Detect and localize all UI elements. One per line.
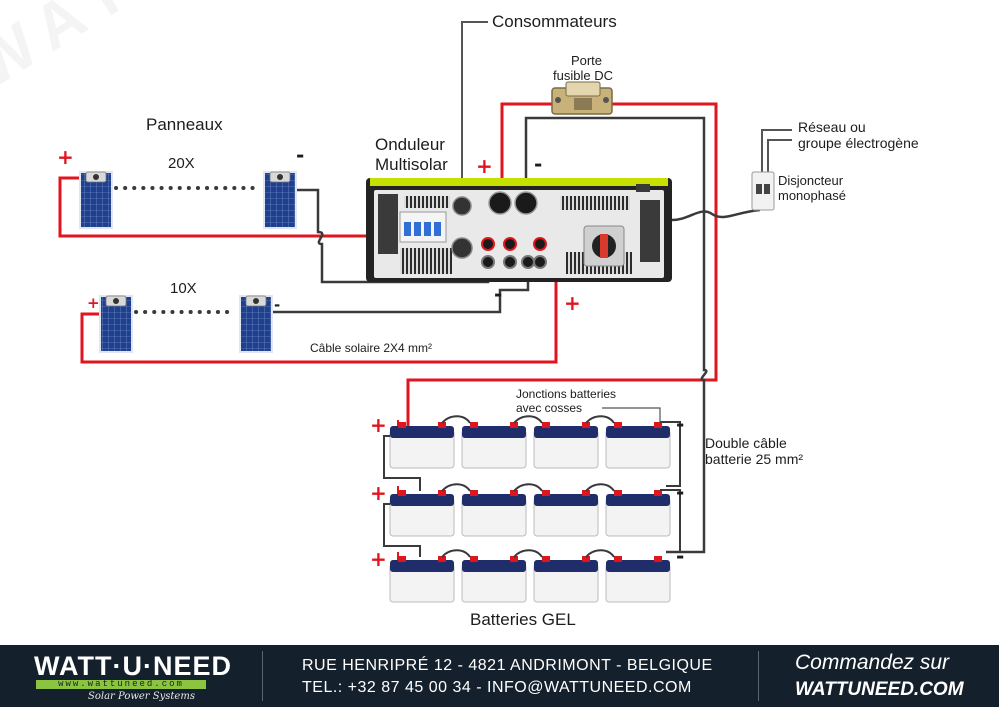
battery [389,490,455,537]
cable-grid-ac [671,208,761,222]
footer-divider [262,651,263,701]
battery [605,556,671,603]
battery [461,490,527,537]
solar-panel-bottom-last [239,295,273,353]
footer: WATT·U·NEED www.wattuneed.com Solar Powe… [0,645,999,707]
sign-minus-battery-row2: - [676,480,685,504]
single-phase-breaker [751,171,775,211]
sign-plus-battery-row3: + [370,547,387,571]
battery [389,422,455,469]
label-porte-fusible-line1: Porte [570,53,603,68]
label-porte-fusible-line2: fusible DC [553,67,613,83]
label-panneaux: Panneaux [146,115,223,134]
battery [605,490,671,537]
sign-plus-inverter-battery: + [476,154,493,178]
sign-minus-top-panels: - [296,143,305,167]
sign-plus-top-panels: + [57,145,74,169]
brand-logo[interactable]: WATT·U·NEED [34,651,232,681]
label-double-cable-line1: Double câble [705,435,787,451]
label-jonctions-line1: Jonctions batteries [516,387,617,401]
battery [461,422,527,469]
label-cable-solaire: Câble solaire 2X4 mm² [310,341,433,355]
cable-consumers [461,21,488,200]
sign-minus-battery-row1: - [676,412,685,436]
battery-bank [389,422,671,603]
label-reseau-line1: Réseau ou [798,119,866,135]
brand-tagline: Solar Power Systems [88,691,195,702]
order-link[interactable]: WATTUNEED.COM [795,679,964,700]
cable-grid-supply [761,129,792,178]
cable-top-panels-negative [296,188,490,284]
label-jonctions-line2: avec cosses [516,400,583,415]
footer-address: RUE HENRIPRÉ 12 - 4821 ANDRIMONT - BELGI… [302,657,713,674]
solar-panel-top-last [263,171,297,229]
label-disjoncteur-line1: Disjoncteur [778,173,844,188]
sign-minus-pv-input: - [494,282,503,306]
label-disjoncteur: Disjoncteur monophasé [778,173,846,204]
label-onduleur: Onduleur Multisolar [375,135,448,174]
label-batteries: Batteries GEL [470,610,576,629]
sign-minus-inverter-battery: - [534,152,543,176]
label-jonctions: Jonctions batteries avec cosses [516,387,617,416]
battery [533,556,599,603]
sign-plus-battery-row2: + [370,481,387,505]
label-double-cable-line2: batterie 25 mm² [705,451,804,468]
footer-contact[interactable]: TEL.: +32 87 45 00 34 - INFO@WATTUNEED.C… [302,679,692,696]
label-reseau-line2: groupe électrogène [798,135,919,152]
label-onduleur-line2: Multisolar [375,154,448,174]
inverter-multisolar [366,178,672,282]
wiring-diagram [58,21,792,603]
cable-battery-negative [524,116,708,554]
order-prompt: Commandez sur [795,651,950,674]
sign-plus-battery-row1: + [370,413,387,437]
cable-fuse-positive [500,102,552,200]
label-onduleur-line1: Onduleur [375,135,445,154]
label-disjoncteur-line2: monophasé [778,187,846,203]
label-count-top: 20X [168,155,195,172]
label-reseau: Réseau ou groupe électrogène [798,119,919,151]
battery [605,422,671,469]
battery [533,490,599,537]
battery-jumpers [383,415,681,558]
label-count-bottom: 10X [170,280,197,297]
solar-panel-bottom-first [99,295,133,353]
brand-url[interactable]: www.wattuneed.com [36,680,206,689]
label-consommateurs: Consommateurs [492,12,617,31]
sign-minus-battery-row3: - [676,544,685,568]
dc-fuse-holder [551,81,613,115]
footer-divider [758,651,759,701]
battery [389,556,455,603]
cable-fuse-to-battery-positive [406,102,718,426]
sign-plus-pv-input: + [564,291,581,315]
label-porte-fusible: Porte fusible DC [553,53,613,84]
label-double-cable: Double câble batterie 25 mm² [705,435,803,467]
battery [461,556,527,603]
sign-plus-bottom-panels: + [87,294,100,312]
jonctions-leader [602,407,661,422]
battery [533,422,599,469]
solar-panel-top-first [79,171,113,229]
sign-minus-bottom-panels: - [274,296,281,314]
